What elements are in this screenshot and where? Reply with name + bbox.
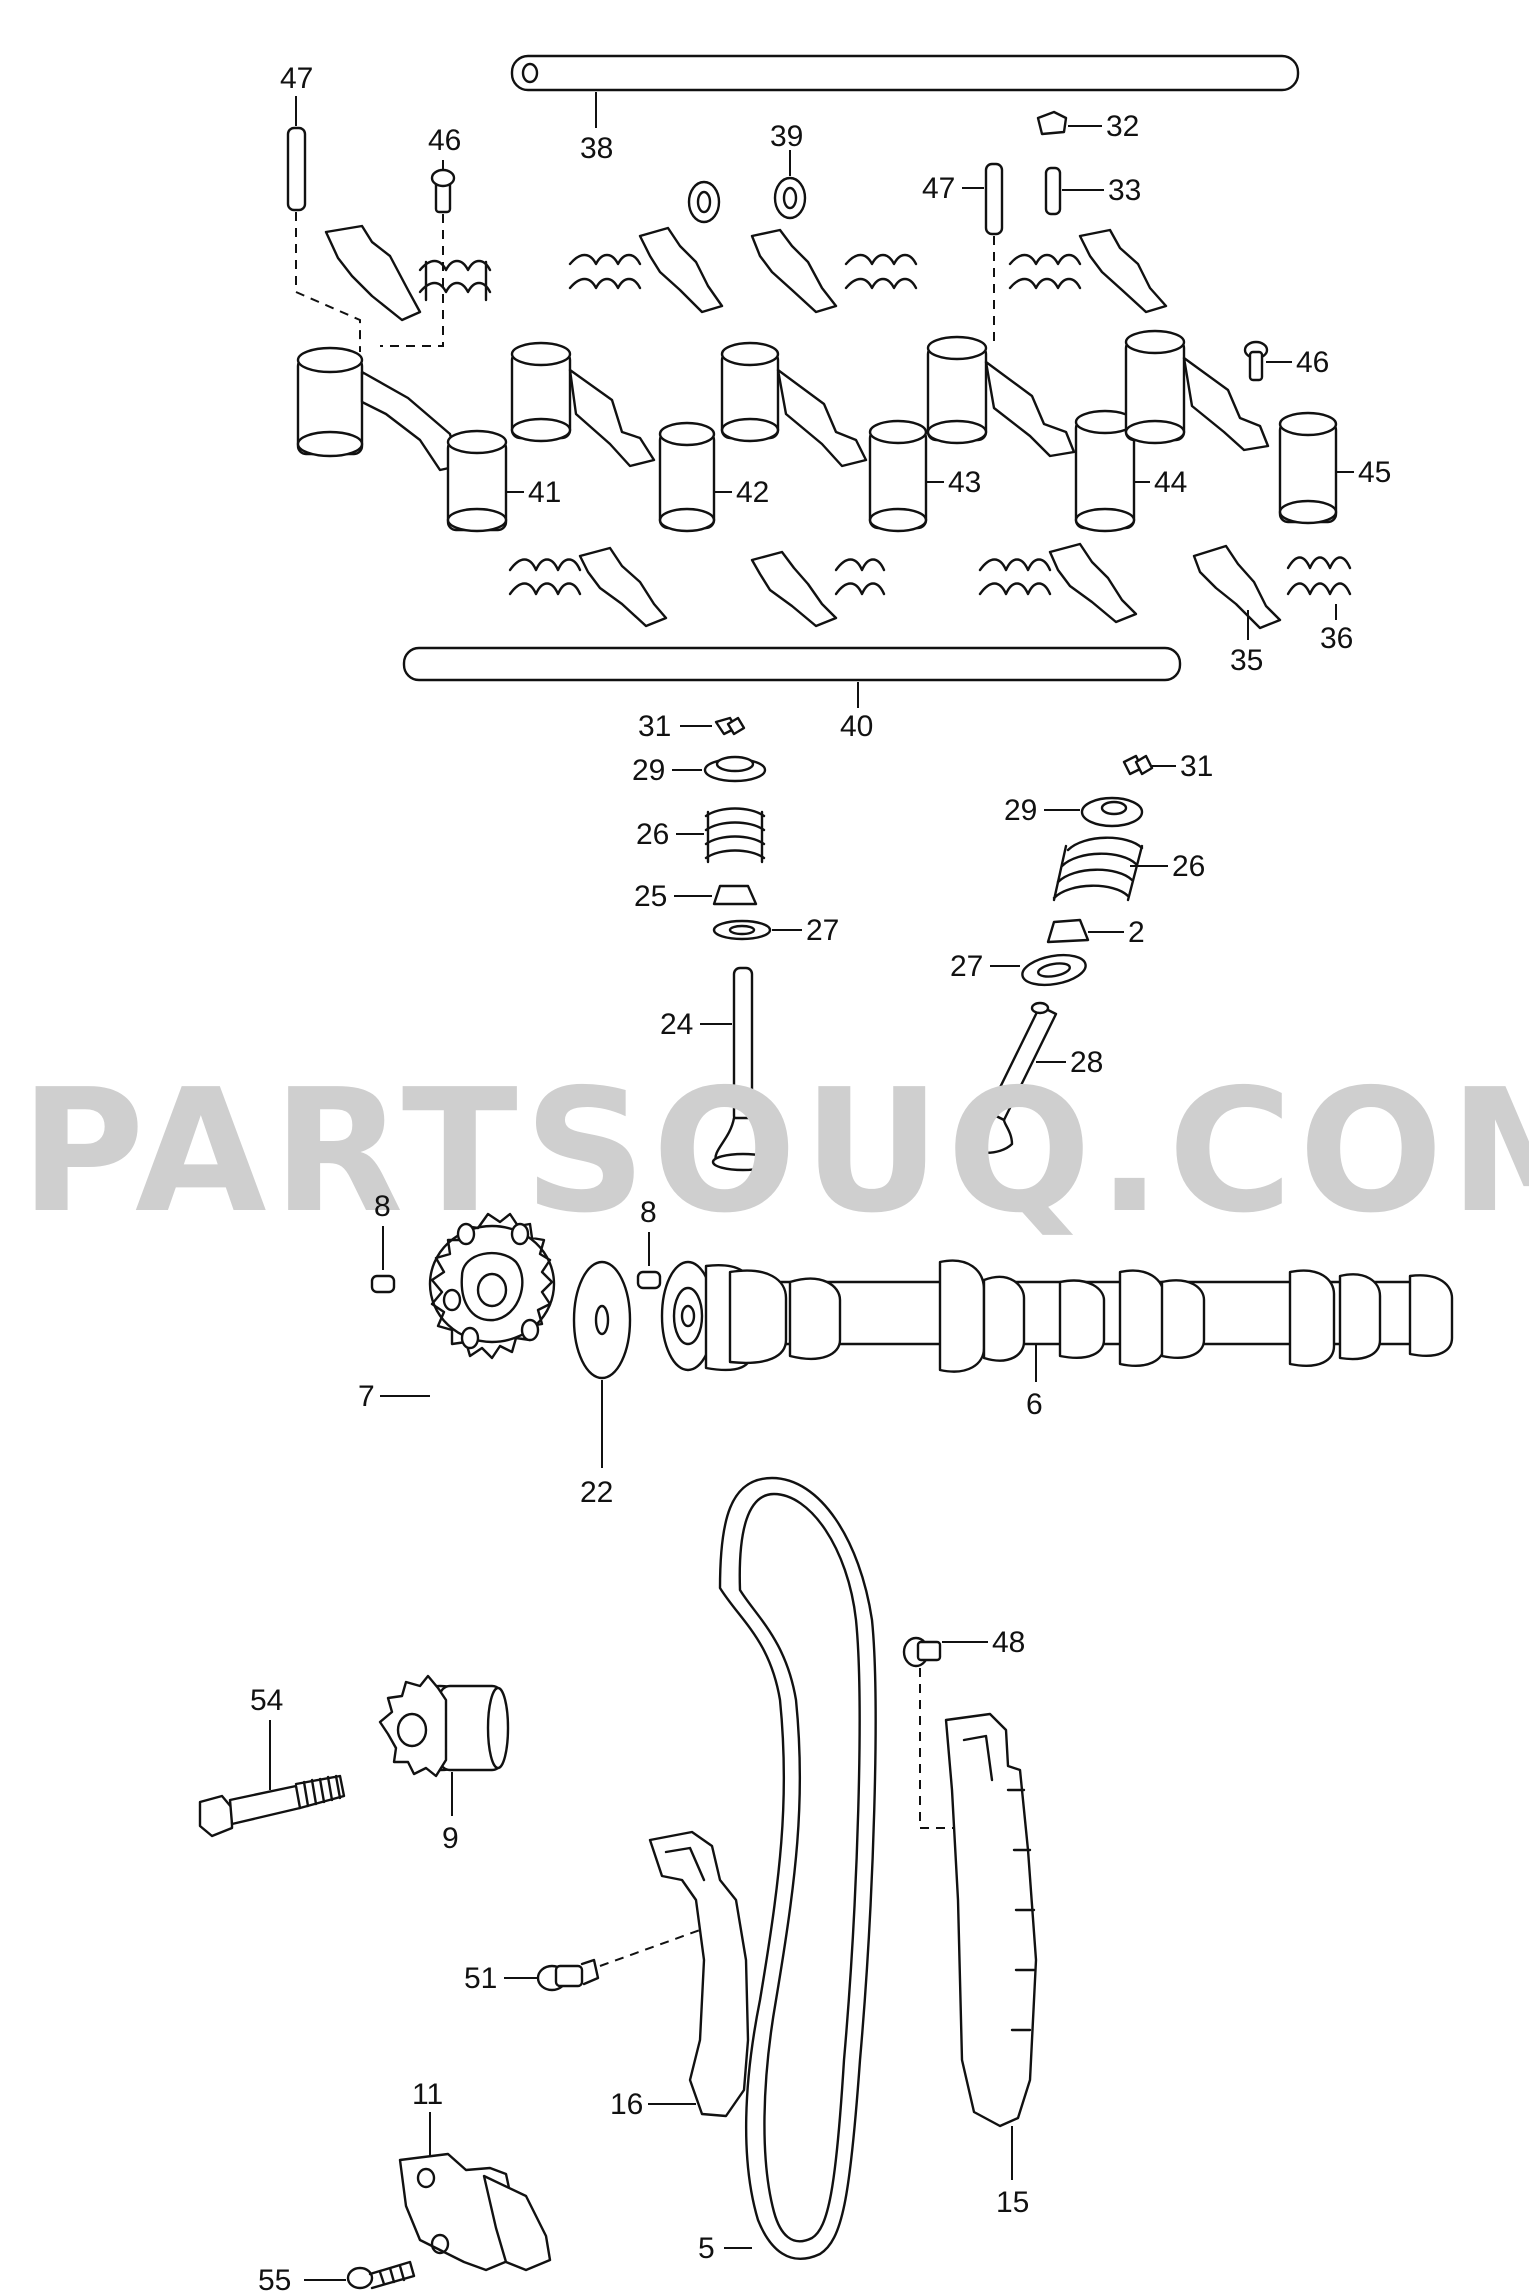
callout-6: 6: [1026, 1388, 1043, 1421]
callout-28: 28: [1070, 1046, 1103, 1079]
timing-chain-5: [718, 1476, 877, 2260]
sprocket-7: [380, 1212, 556, 1397]
callout-27-right: 27: [950, 950, 983, 983]
callout-7: 7: [358, 1380, 375, 1413]
bolt-46-left: [380, 160, 456, 347]
keys-8: [370, 1226, 662, 1294]
callout-22: 22: [580, 1476, 613, 1509]
callout-42: 42: [736, 476, 769, 509]
callout-11: 11: [412, 2078, 443, 2111]
callout-29-left: 29: [632, 754, 665, 787]
callout-8-right: 8: [640, 1196, 657, 1229]
rocker-shaft-38: [510, 54, 1300, 128]
callout-5: 5: [698, 2232, 715, 2265]
callout-27-left: 27: [806, 914, 839, 947]
callout-26-left: 26: [636, 818, 669, 851]
callout-36: 36: [1320, 622, 1353, 655]
washers-39: [687, 150, 807, 224]
callout-46-left: 46: [428, 124, 461, 157]
callout-39: 39: [770, 120, 803, 153]
pin-47-right: [962, 162, 1004, 342]
watermark: PARTSOUQ.COM: [20, 1053, 1529, 1251]
callout-9: 9: [442, 1822, 459, 1855]
valve-assembly-right: [960, 754, 1176, 1154]
callout-47-right: 47: [922, 172, 955, 205]
callout-26-right: 26: [1172, 850, 1205, 883]
callout-51: 51: [464, 1962, 497, 1995]
callout-24: 24: [660, 1008, 693, 1041]
callout-25: 25: [634, 880, 667, 913]
tensioner-11: [398, 2112, 552, 2272]
tensioner-rail-16: [648, 1830, 750, 2118]
pin-47-left: [286, 96, 361, 352]
rocker-bridge-assembly: [296, 329, 1354, 533]
callout-15: 15: [996, 2186, 1029, 2219]
callout-35: 35: [1230, 644, 1263, 677]
callout-2: 2: [1128, 916, 1145, 949]
valve-assembly-left: [672, 716, 802, 1172]
callout-55: 55: [258, 2264, 291, 2292]
rocker-shaft-40: [402, 646, 1182, 708]
callout-47-left: 47: [280, 62, 313, 95]
upper-rocker-arms: [324, 224, 1168, 322]
callout-48: 48: [992, 1626, 1025, 1659]
bolt-51: [504, 1929, 701, 1992]
callout-43: 43: [948, 466, 981, 499]
callout-44: 44: [1154, 466, 1187, 499]
chain-guide-15: [944, 1712, 1038, 2180]
callout-31-left: 31: [638, 710, 671, 743]
callout-32: 32: [1106, 110, 1139, 143]
cap-32: [1036, 110, 1102, 136]
idler-gear-9: [378, 1674, 510, 1816]
callout-labels: 47 46 38 39 32 47 33 46 41 42 43 44 45 3…: [250, 62, 1391, 2292]
bolt-55: [304, 2260, 416, 2290]
callout-45: 45: [1358, 456, 1391, 489]
callout-46-right: 46: [1296, 346, 1329, 379]
callout-8-left: 8: [374, 1190, 391, 1223]
lower-rocker-arms: [508, 542, 1352, 640]
pin-33: [1044, 166, 1104, 216]
camshaft-6: [660, 1259, 1454, 1382]
washer-22: [572, 1260, 632, 1468]
callout-31-right: 31: [1180, 750, 1213, 783]
callout-33: 33: [1108, 174, 1141, 207]
callout-29-right: 29: [1004, 794, 1037, 827]
bolt-54: [198, 1720, 346, 1838]
callout-40: 40: [840, 710, 873, 743]
callout-16: 16: [610, 2088, 643, 2121]
bolt-46-right: [1243, 340, 1292, 382]
callout-38: 38: [580, 132, 613, 165]
callout-54: 54: [250, 1684, 283, 1717]
callout-41: 41: [528, 476, 561, 509]
